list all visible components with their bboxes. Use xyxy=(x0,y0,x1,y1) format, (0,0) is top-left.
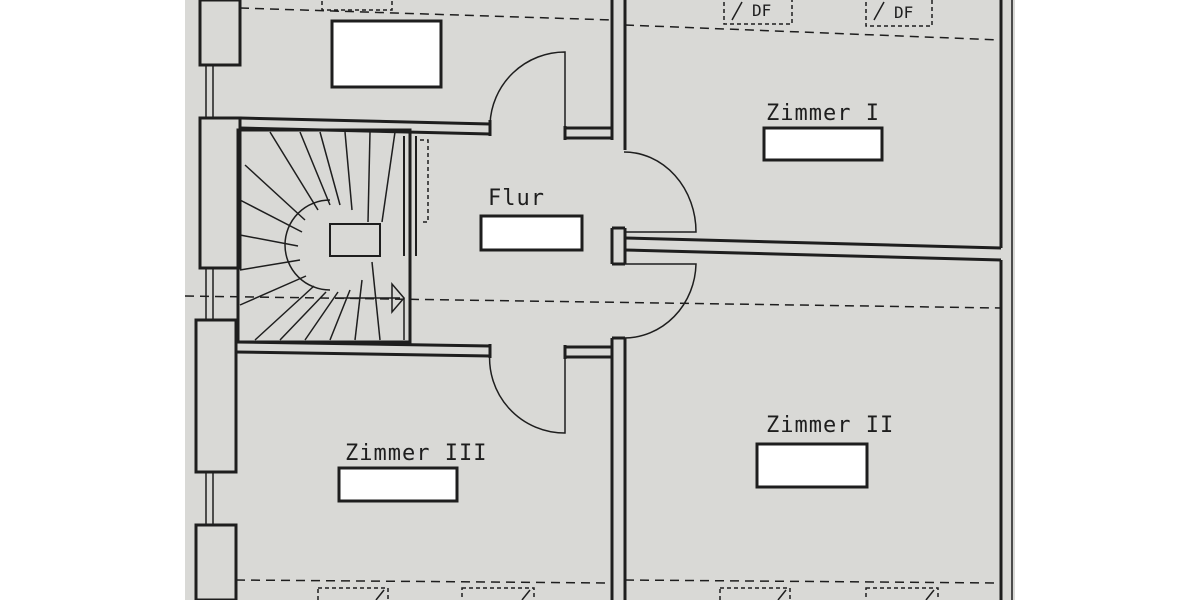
room-label-flur: Flur xyxy=(488,186,545,211)
skylight-top-2 xyxy=(865,0,933,27)
floor-plan-paper xyxy=(185,0,1015,600)
door-swing-zimmer-2 xyxy=(623,263,697,339)
room-label-zimmer-3: Zimmer III xyxy=(345,441,487,466)
door-swing-zimmer-1 xyxy=(623,151,697,233)
skylight-label-2: DF xyxy=(894,3,913,22)
skylight-bottom-1 xyxy=(317,587,389,600)
hallway-doors xyxy=(488,51,697,434)
skylight-top-left xyxy=(321,0,393,11)
right-outer-wall xyxy=(999,0,1013,600)
skylight-top-1 xyxy=(723,0,793,25)
redaction-boxes xyxy=(330,19,884,503)
skylights xyxy=(317,0,939,600)
skylight-bottom-2 xyxy=(461,587,535,600)
roof-lines xyxy=(184,7,1002,584)
redaction-box-zimmer-2 xyxy=(755,442,869,489)
redaction-box-zimmer-1 xyxy=(762,126,884,162)
redaction-box-top-left xyxy=(330,19,443,89)
door-swing-bottom xyxy=(488,349,566,434)
door-swing-top xyxy=(489,51,566,128)
redaction-box-zimmer-3 xyxy=(337,466,459,503)
interior-walls xyxy=(235,226,1002,600)
staircase xyxy=(236,128,429,344)
redaction-box-flur xyxy=(479,214,584,252)
skylight-bottom-3 xyxy=(719,587,791,600)
room-label-zimmer-2: Zimmer II xyxy=(766,413,894,438)
skylight-label-1: DF xyxy=(752,1,771,20)
left-outer-wall xyxy=(194,0,242,600)
room-label-zimmer-1: Zimmer I xyxy=(766,101,880,126)
skylight-bottom-4 xyxy=(865,587,939,600)
